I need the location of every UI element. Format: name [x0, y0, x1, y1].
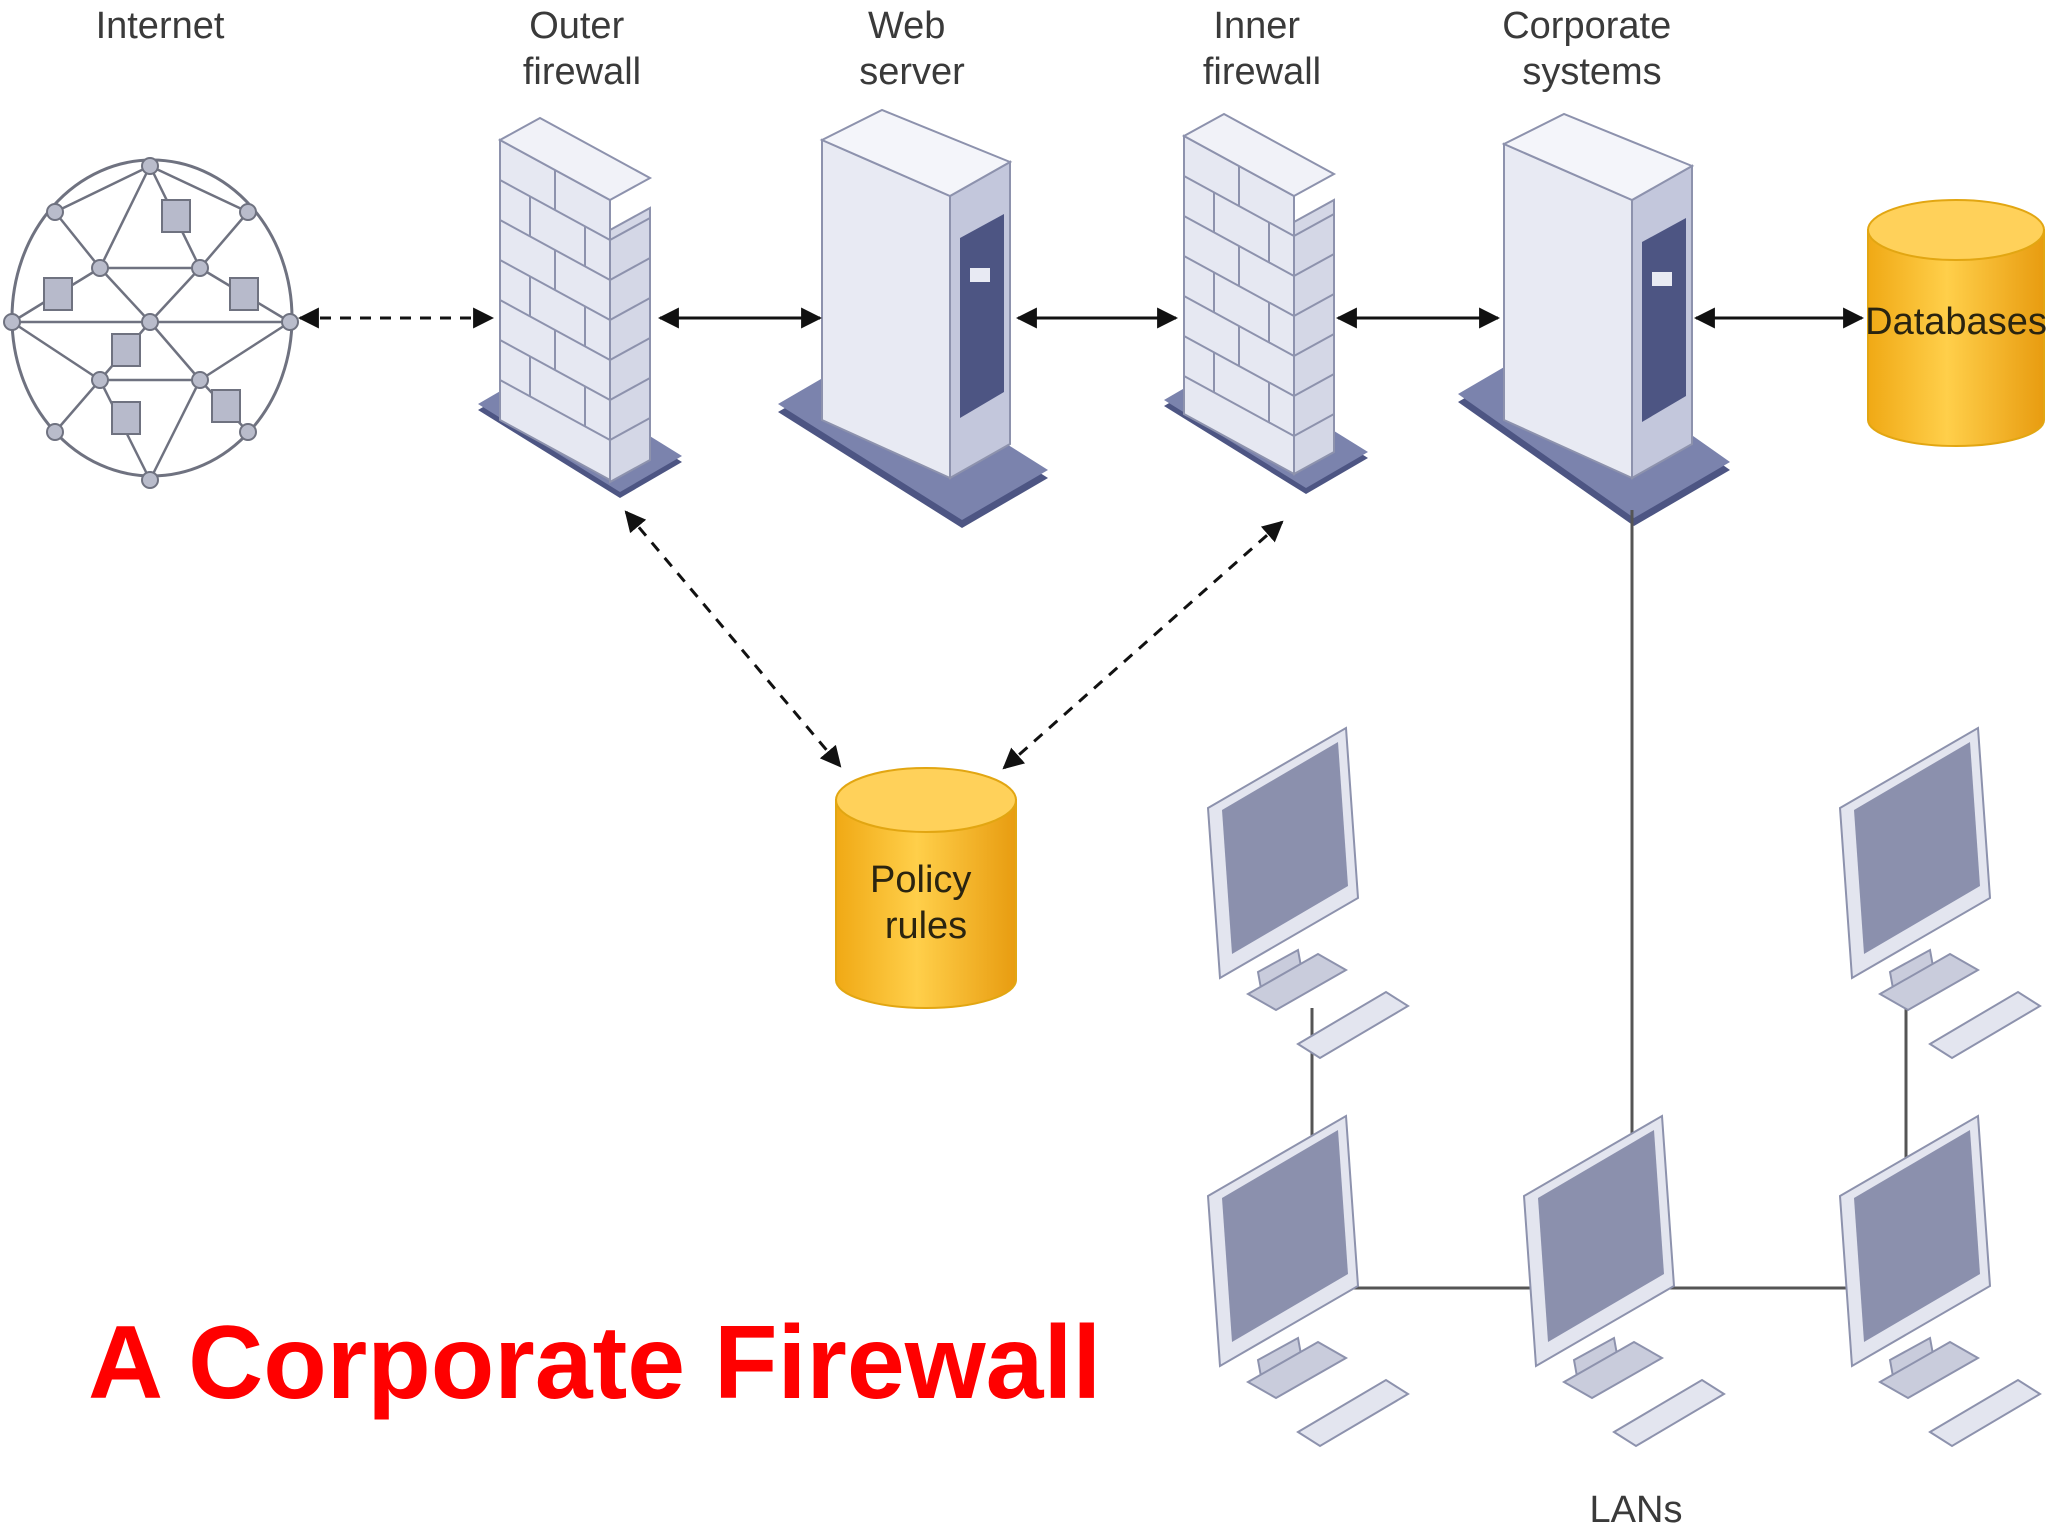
- corporate-systems-icon: [1458, 112, 1730, 526]
- lan-computer-icon: [1206, 1114, 1410, 1448]
- outer-firewall-label: Outer firewall: [523, 5, 641, 93]
- policy-rules-label-line-1: Policy: [870, 859, 971, 901]
- outer-firewall-label-line-1: Outer: [529, 5, 624, 47]
- outer-firewall-icon: [478, 116, 682, 498]
- web-server-label: Web server: [859, 5, 965, 93]
- corporate-systems-label: Corporate systems: [1502, 5, 1682, 93]
- web-server-icon: [778, 108, 1048, 528]
- lan-computer-icon: [1206, 726, 1410, 1060]
- policy-rules-cylinder-icon: [835, 767, 1017, 1009]
- policy-rules-label-line-2: rules: [885, 905, 967, 947]
- web-server-label-line-1: Web: [868, 5, 945, 47]
- inner-firewall-label-line-1: Inner: [1213, 5, 1300, 47]
- web-server-label-line-2: server: [859, 51, 965, 93]
- inner-firewall-label-line-2: firewall: [1203, 51, 1321, 93]
- lan-computer-icon: [1838, 1114, 2042, 1448]
- databases-cylinder-icon: [1867, 199, 2045, 447]
- inner-firewall-label: Inner firewall: [1203, 5, 1321, 93]
- lans-label: LANs: [1590, 1489, 1683, 1531]
- inner-firewall-policy-rules-connector: [1002, 520, 1284, 770]
- corporate-systems-label-line-1: Corporate: [1502, 5, 1671, 47]
- policy-rules-label: Policy rules: [870, 859, 982, 947]
- corporate-systems-label-line-2: systems: [1522, 51, 1661, 93]
- inner-firewall-icon: [1164, 112, 1368, 494]
- internet-label: Internet: [96, 5, 225, 47]
- diagram-title: A Corporate Firewall: [88, 1305, 1101, 1421]
- outer-firewall-label-line-2: firewall: [523, 51, 641, 93]
- lan-computer-icon: [1838, 726, 2042, 1060]
- lan-computer-icon: [1522, 1114, 1726, 1448]
- outer-firewall-policy-rules-connector: [624, 510, 842, 768]
- internet-globe-icon: [3, 157, 299, 489]
- databases-label: Databases: [1865, 301, 2047, 343]
